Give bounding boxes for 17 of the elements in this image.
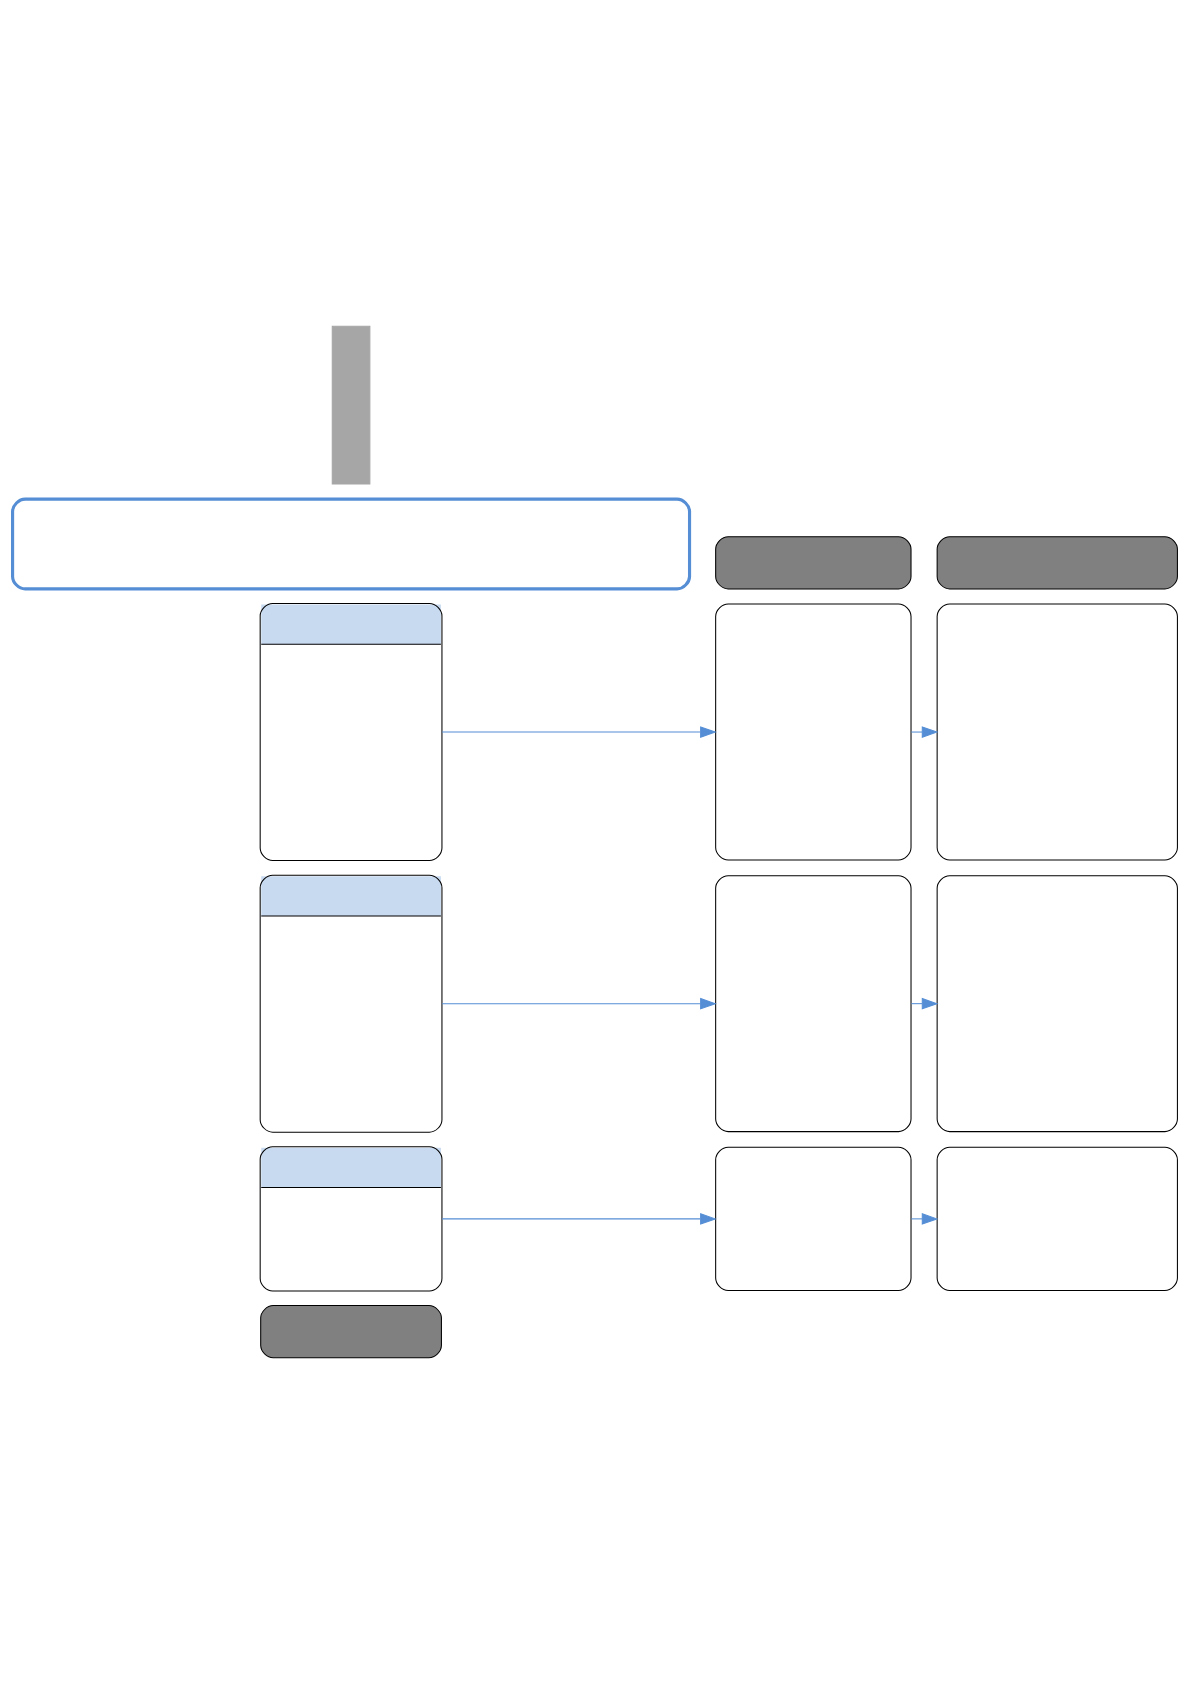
node-box	[936, 1146, 1178, 1291]
node-box	[936, 536, 1178, 590]
arrow	[910, 997, 939, 1010]
arrow	[910, 726, 939, 738]
node-box	[11, 497, 692, 591]
arrow	[441, 726, 717, 738]
node-box	[715, 875, 912, 1133]
node-box	[936, 603, 1178, 861]
node-box	[715, 536, 912, 590]
arrow	[910, 1213, 939, 1225]
node-box	[260, 1305, 442, 1359]
arrow	[441, 1213, 717, 1225]
node-box	[936, 875, 1178, 1133]
node-box	[715, 1146, 912, 1291]
node-bar	[331, 325, 371, 485]
arrow	[441, 997, 717, 1010]
node-box	[715, 603, 912, 861]
